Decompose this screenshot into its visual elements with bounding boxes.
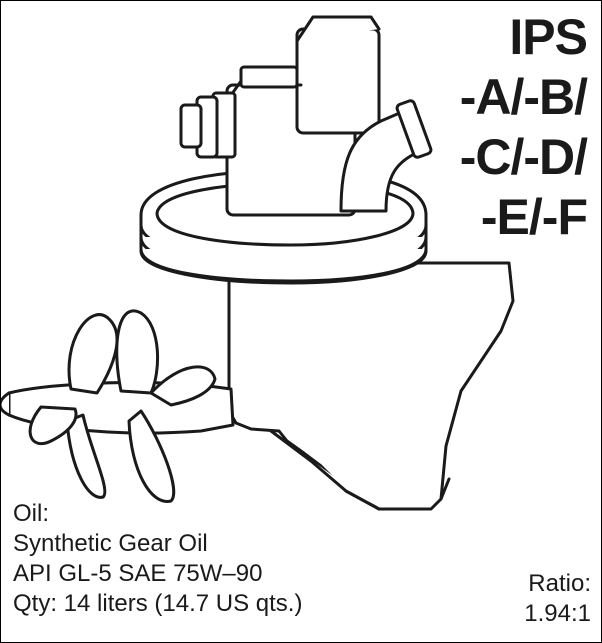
ratio-label: Ratio: [528, 570, 591, 597]
motor-housing [179, 15, 381, 217]
oil-spec: API GL-5 SAE 75W–90 [13, 560, 263, 587]
model-title-line-3: -C/-D/ [459, 129, 588, 185]
model-title-line-2: -A/-B/ [459, 69, 588, 125]
model-title: IPS -A/-B/ -C/-D/ -E/-F [459, 7, 588, 247]
exhaust-elbow [339, 99, 433, 213]
oil-heading: Oil: [13, 500, 49, 527]
model-title-line-1: IPS [509, 9, 588, 65]
gear-ratio: Ratio: 1.94:1 [524, 569, 591, 629]
propeller-front [28, 313, 119, 499]
oil-info: Oil: Synthetic Gear Oil API GL-5 SAE 75W… [13, 499, 302, 619]
drive-leg [227, 261, 515, 511]
oil-type: Synthetic Gear Oil [13, 530, 208, 557]
propeller-rear [115, 309, 217, 503]
model-title-line-4: -E/-F [480, 189, 588, 245]
oil-quantity: Qty: 14 liters (14.7 US qts.) [13, 590, 303, 617]
ratio-value: 1.94:1 [524, 600, 591, 627]
